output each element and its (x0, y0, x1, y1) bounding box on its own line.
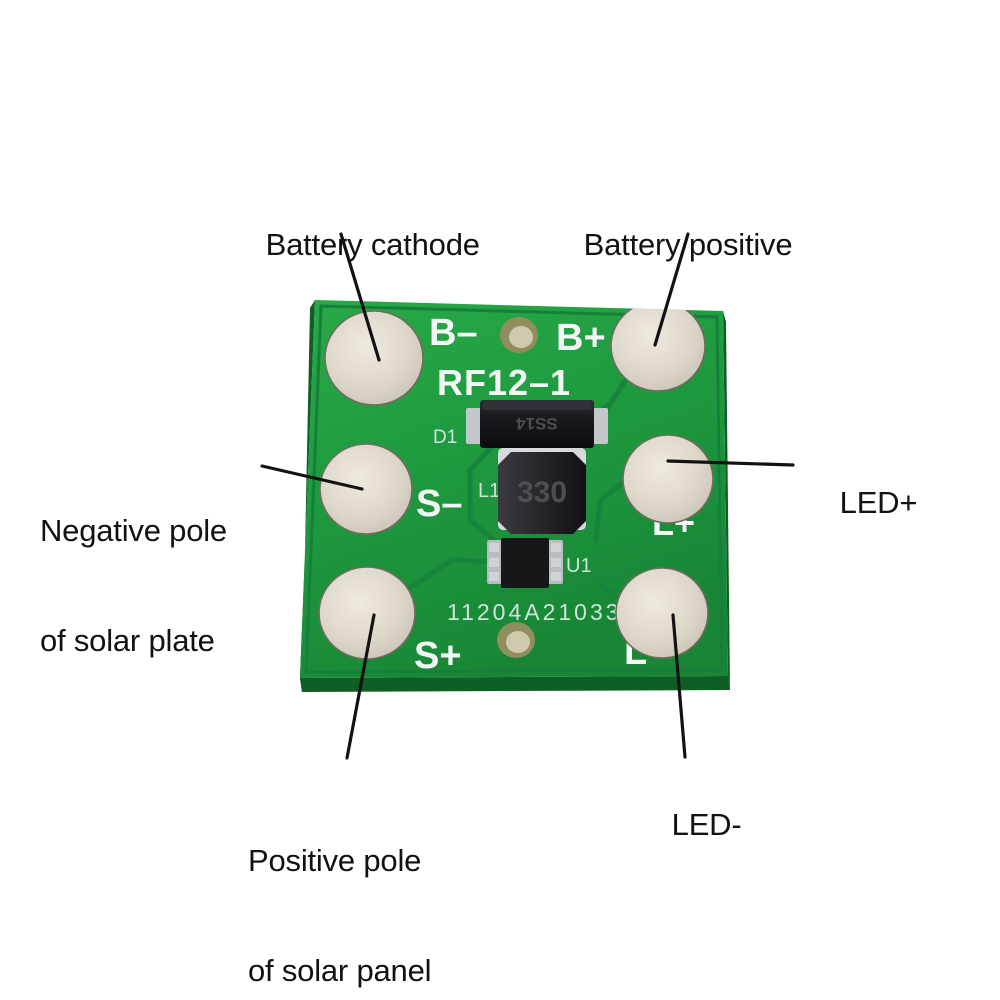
silk-designator-d1: D1 (433, 427, 457, 448)
component-d1-marking: SS14 (516, 414, 558, 433)
component-u1-ic (487, 538, 563, 588)
silk-designator-l1: L1 (478, 480, 500, 502)
callout-led-negative-line-1: LED- (671, 806, 742, 842)
pad-l-minus (615, 567, 709, 659)
silk-designator-u1: U1 (566, 555, 592, 577)
callout-solar-positive-line-1: Positive pole (248, 843, 422, 879)
callout-solar-negative-line-2: of solar plate (40, 622, 215, 658)
pad-b-plus (610, 300, 706, 392)
silk-label-s-minus: S– (416, 483, 462, 525)
silk-label-s-plus: S+ (414, 635, 462, 677)
pad-l-plus (622, 434, 714, 524)
callout-battery-cathode-line-1: Battery cathode (265, 226, 480, 262)
callout-solar-positive: Positive pole of solar panel (248, 770, 432, 1000)
mounting-holes (497, 317, 538, 658)
callout-battery-positive-line-1: Battery positive (583, 226, 793, 262)
pad-s-plus (318, 566, 416, 660)
pcb-inner-border (304, 304, 724, 674)
silk-label-b-minus: B– (429, 312, 478, 354)
callout-led-positive-line-1: LED+ (839, 484, 918, 520)
callout-led-positive: LED+ (806, 448, 918, 558)
pad-b-minus (324, 310, 424, 406)
silk-label-b-plus: B+ (556, 317, 606, 359)
callout-solar-positive-line-2: of solar panel (248, 952, 432, 988)
callout-battery-cathode: Battery cathode (232, 190, 480, 300)
callout-solar-negative-line-1: Negative pole (40, 513, 227, 549)
component-l1-inductor: 330 (498, 448, 586, 534)
component-d1-diode: SS14 (466, 400, 608, 448)
callout-led-negative: LED- (638, 770, 742, 880)
silk-serial-number: 11204A21033 (447, 599, 622, 625)
callout-solar-negative: Negative pole of solar plate (40, 440, 227, 733)
component-l1-marking: 330 (517, 476, 567, 509)
pad-s-minus (319, 443, 413, 535)
callout-battery-positive: Battery positive (550, 190, 793, 300)
silk-label-model: RF12–1 (437, 362, 571, 403)
